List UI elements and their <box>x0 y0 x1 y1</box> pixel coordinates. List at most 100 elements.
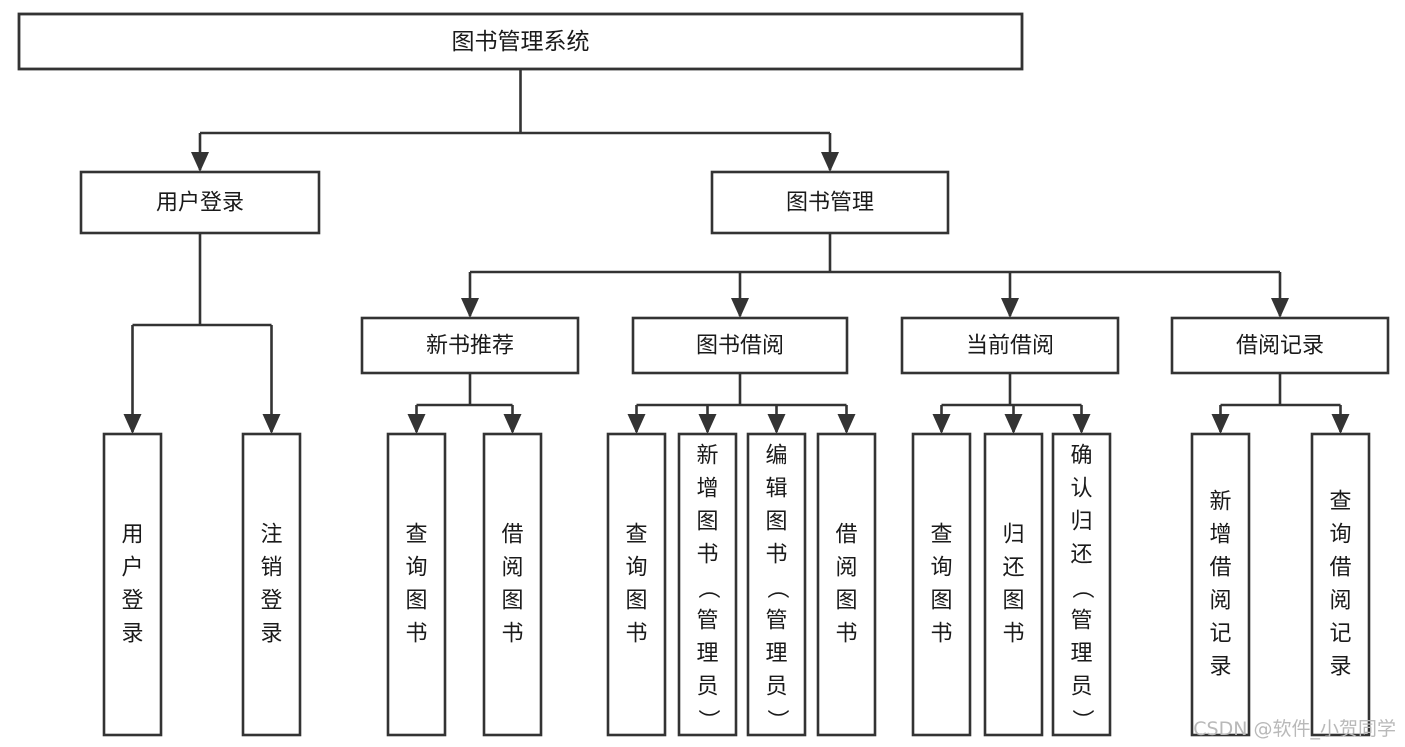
node-book-manage[interactable]: 图书管理 <box>710 170 950 235</box>
connector-group-current-borrow <box>932 373 1091 434</box>
node-box-book-manage[interactable] <box>710 170 950 235</box>
svg-text:书: 书 <box>835 622 857 647</box>
svg-text:录: 录 <box>1209 655 1231 680</box>
arrow-head-icon <box>932 414 951 434</box>
svg-text:图: 图 <box>625 589 647 614</box>
node-current-borrow[interactable]: 当前借阅 <box>900 316 1120 375</box>
node-box-leaf-confirm-return[interactable] <box>1051 432 1112 737</box>
svg-text:图: 图 <box>501 589 523 614</box>
arrow-head-icon <box>767 414 786 434</box>
svg-text:查: 查 <box>1329 490 1351 515</box>
node-box-leaf-logout[interactable] <box>241 432 302 737</box>
node-box-leaf-query-book-2[interactable] <box>606 432 667 737</box>
node-box-root[interactable] <box>17 12 1024 71</box>
svg-text:书: 书 <box>696 543 718 568</box>
arrow-head-icon <box>837 414 856 434</box>
svg-text:借: 借 <box>835 523 857 548</box>
watermark-label: CSDN @软件_小贺同学 <box>1193 718 1396 740</box>
svg-text:增: 增 <box>696 477 718 502</box>
svg-text:员: 员 <box>765 675 787 700</box>
arrow-head-icon <box>262 414 281 434</box>
arrow-head-icon <box>731 298 749 318</box>
svg-text:管: 管 <box>696 609 718 634</box>
svg-text:）: ） <box>1069 709 1094 731</box>
svg-text:还: 还 <box>1070 543 1092 568</box>
svg-text:归: 归 <box>1002 523 1024 548</box>
node-label-book-manage: 图书管理 <box>786 191 874 216</box>
node-box-leaf-borrow-book-2[interactable] <box>816 432 877 737</box>
node-box-book-borrow[interactable] <box>631 316 849 375</box>
node-box-leaf-borrow-book-1[interactable] <box>482 432 543 737</box>
connector-group-root <box>191 69 839 172</box>
node-book-borrow[interactable]: 图书借阅 <box>631 316 849 375</box>
svg-text:书: 书 <box>625 622 647 647</box>
node-label-new-book-rec: 新书推荐 <box>426 334 514 359</box>
svg-text:（: （ <box>695 577 720 599</box>
node-box-leaf-user-login[interactable] <box>102 432 163 737</box>
svg-text:辑: 辑 <box>765 477 787 502</box>
node-box-leaf-query-book-3[interactable] <box>911 432 972 737</box>
node-box-leaf-add-book[interactable] <box>677 432 738 737</box>
svg-text:员: 员 <box>696 675 718 700</box>
node-box-current-borrow[interactable] <box>900 316 1120 375</box>
svg-text:）: ） <box>695 709 720 731</box>
node-root[interactable]: 图书管理系统 <box>17 12 1024 71</box>
node-box-new-book-rec[interactable] <box>360 316 580 375</box>
svg-text:图: 图 <box>765 510 787 535</box>
connector-group-borrow-record <box>1211 373 1350 434</box>
svg-text:阅: 阅 <box>835 556 857 581</box>
svg-text:阅: 阅 <box>1329 589 1351 614</box>
arrow-head-icon <box>461 298 479 318</box>
arrow-head-icon <box>123 414 142 434</box>
connector-group-user-login <box>123 233 281 434</box>
node-user-login[interactable]: 用户登录 <box>79 170 321 235</box>
svg-text:阅: 阅 <box>501 556 523 581</box>
node-box-leaf-return-book[interactable] <box>983 432 1044 737</box>
arrow-head-icon <box>1271 298 1289 318</box>
svg-text:询: 询 <box>625 556 647 581</box>
node-box-borrow-record[interactable] <box>1170 316 1390 375</box>
svg-text:阅: 阅 <box>1209 589 1231 614</box>
arrow-head-icon <box>627 414 646 434</box>
arrow-head-icon <box>698 414 717 434</box>
svg-text:记: 记 <box>1209 622 1231 647</box>
node-box-leaf-edit-book[interactable] <box>746 432 807 737</box>
node-leaf-user-login[interactable]: 用户登录 <box>102 432 163 737</box>
svg-text:查: 查 <box>930 523 952 548</box>
node-box-leaf-query-record[interactable] <box>1310 432 1371 737</box>
node-label-book-borrow: 图书借阅 <box>696 334 784 359</box>
svg-text:图: 图 <box>930 589 952 614</box>
node-box-leaf-query-book-1[interactable] <box>386 432 447 737</box>
node-new-book-rec[interactable]: 新书推荐 <box>360 316 580 375</box>
node-borrow-record[interactable]: 借阅记录 <box>1170 316 1390 375</box>
node-box-user-login[interactable] <box>79 170 321 235</box>
node-box-leaf-add-record[interactable] <box>1190 432 1251 737</box>
svg-text:书: 书 <box>1002 622 1024 647</box>
svg-text:图: 图 <box>696 510 718 535</box>
connector-group-new-book-rec <box>407 373 522 434</box>
svg-text:员: 员 <box>1070 675 1092 700</box>
arrow-head-icon <box>1331 414 1350 434</box>
svg-text:（: （ <box>1069 577 1094 599</box>
connector-group-book-borrow <box>627 373 856 434</box>
arrow-head-icon <box>191 152 209 172</box>
svg-text:查: 查 <box>625 523 647 548</box>
